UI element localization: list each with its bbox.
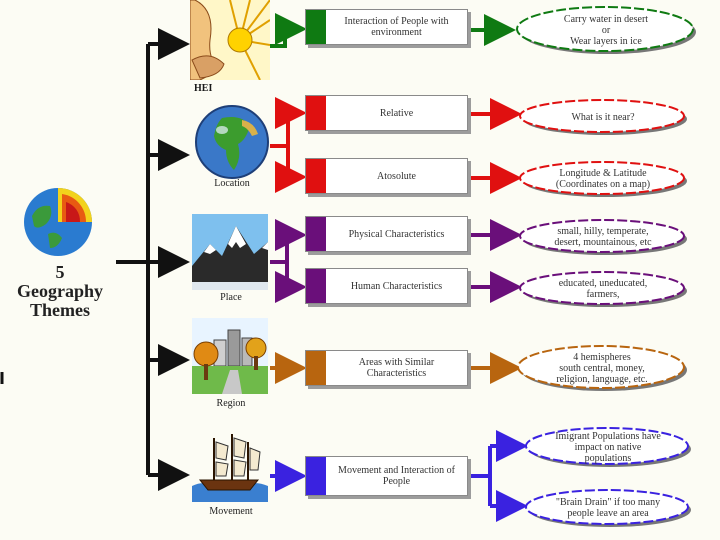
- movement-label: Movement: [209, 506, 253, 517]
- cloud-shape: [519, 271, 687, 307]
- location-connector: [270, 97, 522, 194]
- cloud-movement-example-1: Imigrant Populations have impact on nati…: [522, 424, 694, 470]
- cloud-shape: [519, 99, 687, 135]
- cloud-hei-text: Carry water in desert or Wear layers in …: [563, 13, 649, 47]
- box-absolute: Atosolute: [305, 158, 468, 194]
- box-human: Human Characteristics: [305, 268, 468, 304]
- cloud-human-example: educated, uneducated, farmers,: [516, 268, 690, 310]
- cloud-hei-example: Carry water in desert or Wear layers in …: [513, 2, 699, 58]
- movement-tile: Movement: [192, 430, 272, 530]
- title-line-2: Geography: [16, 281, 103, 301]
- location-label: Location: [214, 178, 250, 189]
- box-physical-bar: [306, 217, 326, 251]
- cloud-movement-example-2: "Brain Drain" if too many people leave a…: [522, 486, 694, 530]
- cloud-areas-example: 4 hemispheres south central, money, reli…: [514, 342, 690, 394]
- cloud-shape: [516, 6, 696, 54]
- diagram-title: 5 Geography Themes: [0, 263, 120, 320]
- title-line-1: 5: [55, 262, 65, 282]
- cloud-shape: [517, 345, 687, 391]
- cloud-absolute-example: Longitude & Latitude (Coordinates on a m…: [516, 158, 690, 200]
- box-movement-bar: [306, 457, 326, 495]
- cloud-physical-text: small, hilly, temperate, desert, mountai…: [554, 226, 652, 248]
- region-label: Region: [216, 398, 246, 409]
- world-globe-icon: [195, 105, 269, 179]
- box-physical: Physical Characteristics: [305, 216, 468, 252]
- mountain-icon: [192, 214, 268, 290]
- title-line-3: Themes: [30, 300, 90, 320]
- box-hei-bar: [306, 10, 326, 44]
- box-movement-text: Movement and Interaction of People: [338, 465, 455, 487]
- main-trunk: [116, 28, 190, 491]
- cloud-movement-text-2: "Brain Drain" if too many people leave a…: [555, 497, 661, 519]
- earth-core-globe-icon: [24, 188, 92, 256]
- movement-connector: [270, 430, 528, 522]
- cloud-shape: [519, 161, 687, 197]
- box-areas: Areas with Similar Characteristics: [305, 350, 468, 386]
- box-relative: Relative: [305, 95, 468, 131]
- box-relative-bar: [306, 96, 326, 130]
- box-human-bar: [306, 269, 326, 303]
- box-physical-text: Physical Characteristics: [348, 228, 445, 240]
- cloud-relative-example: What is it near?: [516, 96, 690, 138]
- box-human-text: Human Characteristics: [350, 280, 443, 292]
- hei-tile: [189, 0, 271, 81]
- cloud-movement-text-1: Imigrant Populations have impact on nati…: [555, 430, 661, 464]
- box-areas-text: Areas with Similar Characteristics: [358, 357, 435, 379]
- box-movement: Movement and Interaction of People: [305, 456, 468, 496]
- cloud-human-text: educated, uneducated, farmers,: [558, 278, 648, 300]
- box-hei-text: Interaction of People with environment: [344, 16, 449, 38]
- hei-label: HEI: [194, 83, 213, 94]
- box-relative-text: Relative: [379, 107, 414, 119]
- place-connector: [270, 219, 522, 303]
- box-areas-bar: [306, 351, 326, 385]
- town-trees-icon: [192, 318, 268, 394]
- hei-connector: [268, 13, 516, 48]
- box-absolute-text: Atosolute: [377, 170, 416, 182]
- cloud-shape: [519, 219, 687, 255]
- cloud-relative-text: What is it near?: [571, 111, 635, 123]
- cloud-physical-example: small, hilly, temperate, desert, mountai…: [516, 216, 690, 258]
- location-tile: Location: [192, 100, 272, 192]
- region-tile: Region: [192, 318, 272, 414]
- sun-hand-icon: [189, 0, 271, 81]
- box-hei: Interaction of People with environment: [305, 9, 468, 45]
- sailing-ship-icon: [192, 430, 268, 502]
- cloud-shape: [525, 489, 691, 527]
- cloud-areas-text: 4 hemispheres south central, money, reli…: [556, 351, 648, 385]
- box-absolute-bar: [306, 159, 326, 193]
- place-tile: Place: [192, 214, 272, 310]
- cloud-shape: [525, 427, 691, 467]
- cloud-absolute-text: Longitude & Latitude (Coordinates on a m…: [555, 168, 651, 190]
- place-label: Place: [220, 292, 242, 303]
